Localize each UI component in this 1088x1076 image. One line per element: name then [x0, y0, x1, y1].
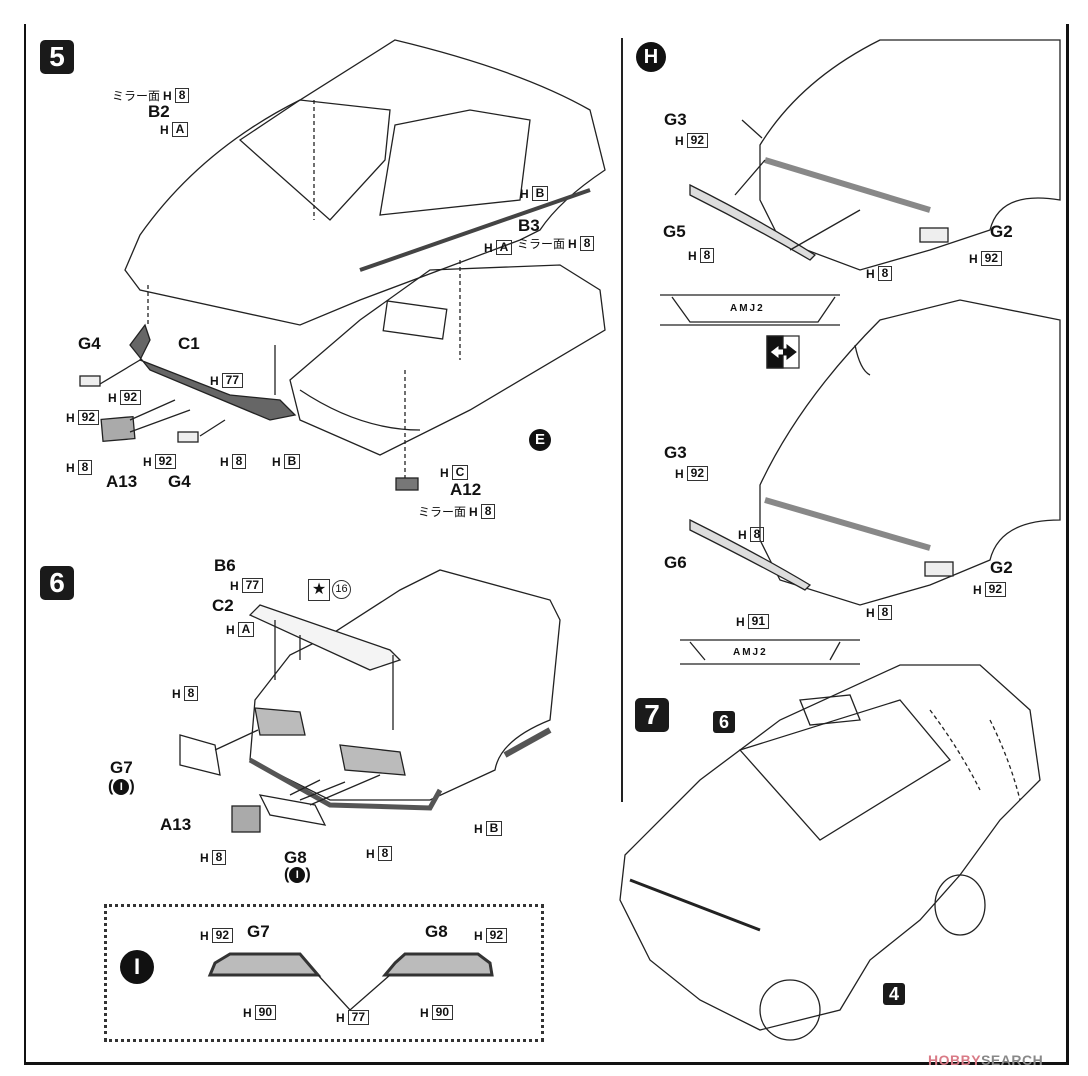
paint-callout-g3-b: H 92 [675, 466, 709, 481]
part-label-g4-right: G4 [168, 472, 191, 491]
paint-callout-g3-a: H 92 [675, 133, 709, 148]
detail-box-i [104, 904, 544, 1042]
paint-callout-b6: H 77 [230, 578, 264, 593]
paint-callout-a13-6: H 8 [200, 850, 227, 865]
part-label-b3: B3 [518, 216, 540, 235]
paint-callout-body-a: H 8 [866, 266, 893, 281]
roof-part-e [289, 264, 606, 456]
part-label-c1: C1 [178, 334, 200, 353]
paint-callout-g5: H 8 [688, 248, 715, 263]
car-assembly-7 [619, 664, 1041, 1031]
paint-callout-b3: H A [484, 240, 513, 255]
step-number-7: 7 [635, 698, 669, 732]
car-front-h-b [759, 299, 1061, 606]
ref-marker-g8: (I) [284, 866, 311, 883]
car-rear-6 [249, 569, 561, 801]
paint-callout-a12: H C [440, 465, 469, 480]
swap-arrows-icon [767, 336, 799, 368]
paint-callout-g6-8: H 8 [738, 527, 765, 542]
part-label-b6: B6 [214, 556, 236, 575]
paint-callout-a12-mirror: ミラー面 H 8 [418, 503, 496, 520]
paint-callout-g7-top: H 92 [200, 928, 234, 943]
column-divider [621, 38, 623, 802]
lamp-g8-detail [381, 952, 494, 977]
part-label-g7: G7 [110, 758, 133, 777]
part-label-g7-detail: G7 [247, 922, 270, 941]
paint-callout-b3-top: H B [520, 186, 549, 201]
paint-callout-b2-mirror: ミラー面 H 8 [112, 87, 190, 104]
step-number-6: 6 [40, 566, 74, 600]
paint-callout-g6-91: H 91 [736, 614, 770, 629]
part-label-g2-b: G2 [990, 558, 1013, 577]
paint-callout-b3-mirror: ミラー面 H 8 [517, 235, 595, 252]
reference-marker-e: E [529, 429, 551, 451]
part-label-b2: B2 [148, 102, 170, 121]
paint-callout-bumper-b: H B [272, 454, 301, 469]
car-body-5 [124, 39, 606, 326]
part-label-a13-6: A13 [160, 815, 192, 834]
watermark: HOBBYSEARCH [928, 1052, 1044, 1068]
part-label-g3-a: G3 [664, 110, 687, 129]
paint-callout-c1-92: H 92 [108, 390, 142, 405]
ref-marker-g7: (I) [108, 778, 135, 795]
part-label-g8: G8 [284, 848, 307, 867]
paint-callout-g7-bottom: H 90 [243, 1005, 277, 1020]
paint-callout-c1-77: H 77 [210, 373, 244, 388]
paint-callout-g8-top: H 92 [474, 928, 508, 943]
decal-number: 16 [332, 580, 351, 599]
paint-callout-skirt: H B [474, 821, 503, 836]
paint-callout-b2: H A [160, 122, 189, 137]
paint-callout-rear: H 8 [366, 846, 393, 861]
part-label-a13: A13 [106, 472, 138, 491]
part-label-a12: A12 [450, 480, 482, 499]
paint-callout-g4-right: H 92 [143, 454, 177, 469]
part-label-g6: G6 [664, 553, 687, 572]
paint-callout-frame: H 77 [336, 1010, 370, 1025]
part-label-g8-detail: G8 [425, 922, 448, 941]
lamp-g7-detail [207, 952, 322, 977]
paint-callout-body-b: H 8 [866, 605, 893, 620]
paint-callout-g2-a: H 92 [969, 251, 1003, 266]
paint-callout-a13: H 8 [66, 460, 93, 475]
part-label-g2-a: G2 [990, 222, 1013, 241]
grille-emblem-a: AMJ2 [730, 303, 765, 314]
page-frame [24, 24, 1069, 1065]
paint-callout-g2-b: H 92 [973, 582, 1007, 597]
ref-step-6: 6 [713, 711, 735, 733]
part-label-c2: C2 [212, 596, 234, 615]
paint-callout-c2: H A [226, 622, 255, 637]
step-number-5: 5 [40, 40, 74, 74]
part-label-g4-left: G4 [78, 334, 101, 353]
paint-callout-trunk: H 8 [172, 686, 199, 701]
reference-marker-i: I [120, 950, 154, 984]
part-label-g5: G5 [663, 222, 686, 241]
paint-callout-g8-bottom: H 90 [420, 1005, 454, 1020]
paint-callout-g4-left: H 92 [66, 410, 100, 425]
decal-star-icon: ★ [308, 579, 330, 601]
grille-emblem-b: AMJ2 [733, 647, 768, 658]
ref-step-4: 4 [883, 983, 905, 1005]
reference-marker-h: H [636, 42, 666, 72]
part-label-g3-b: G3 [664, 443, 687, 462]
paint-callout-bumper-8: H 8 [220, 454, 247, 469]
car-front-h-a [759, 39, 1061, 271]
bumper-c1 [129, 323, 297, 421]
